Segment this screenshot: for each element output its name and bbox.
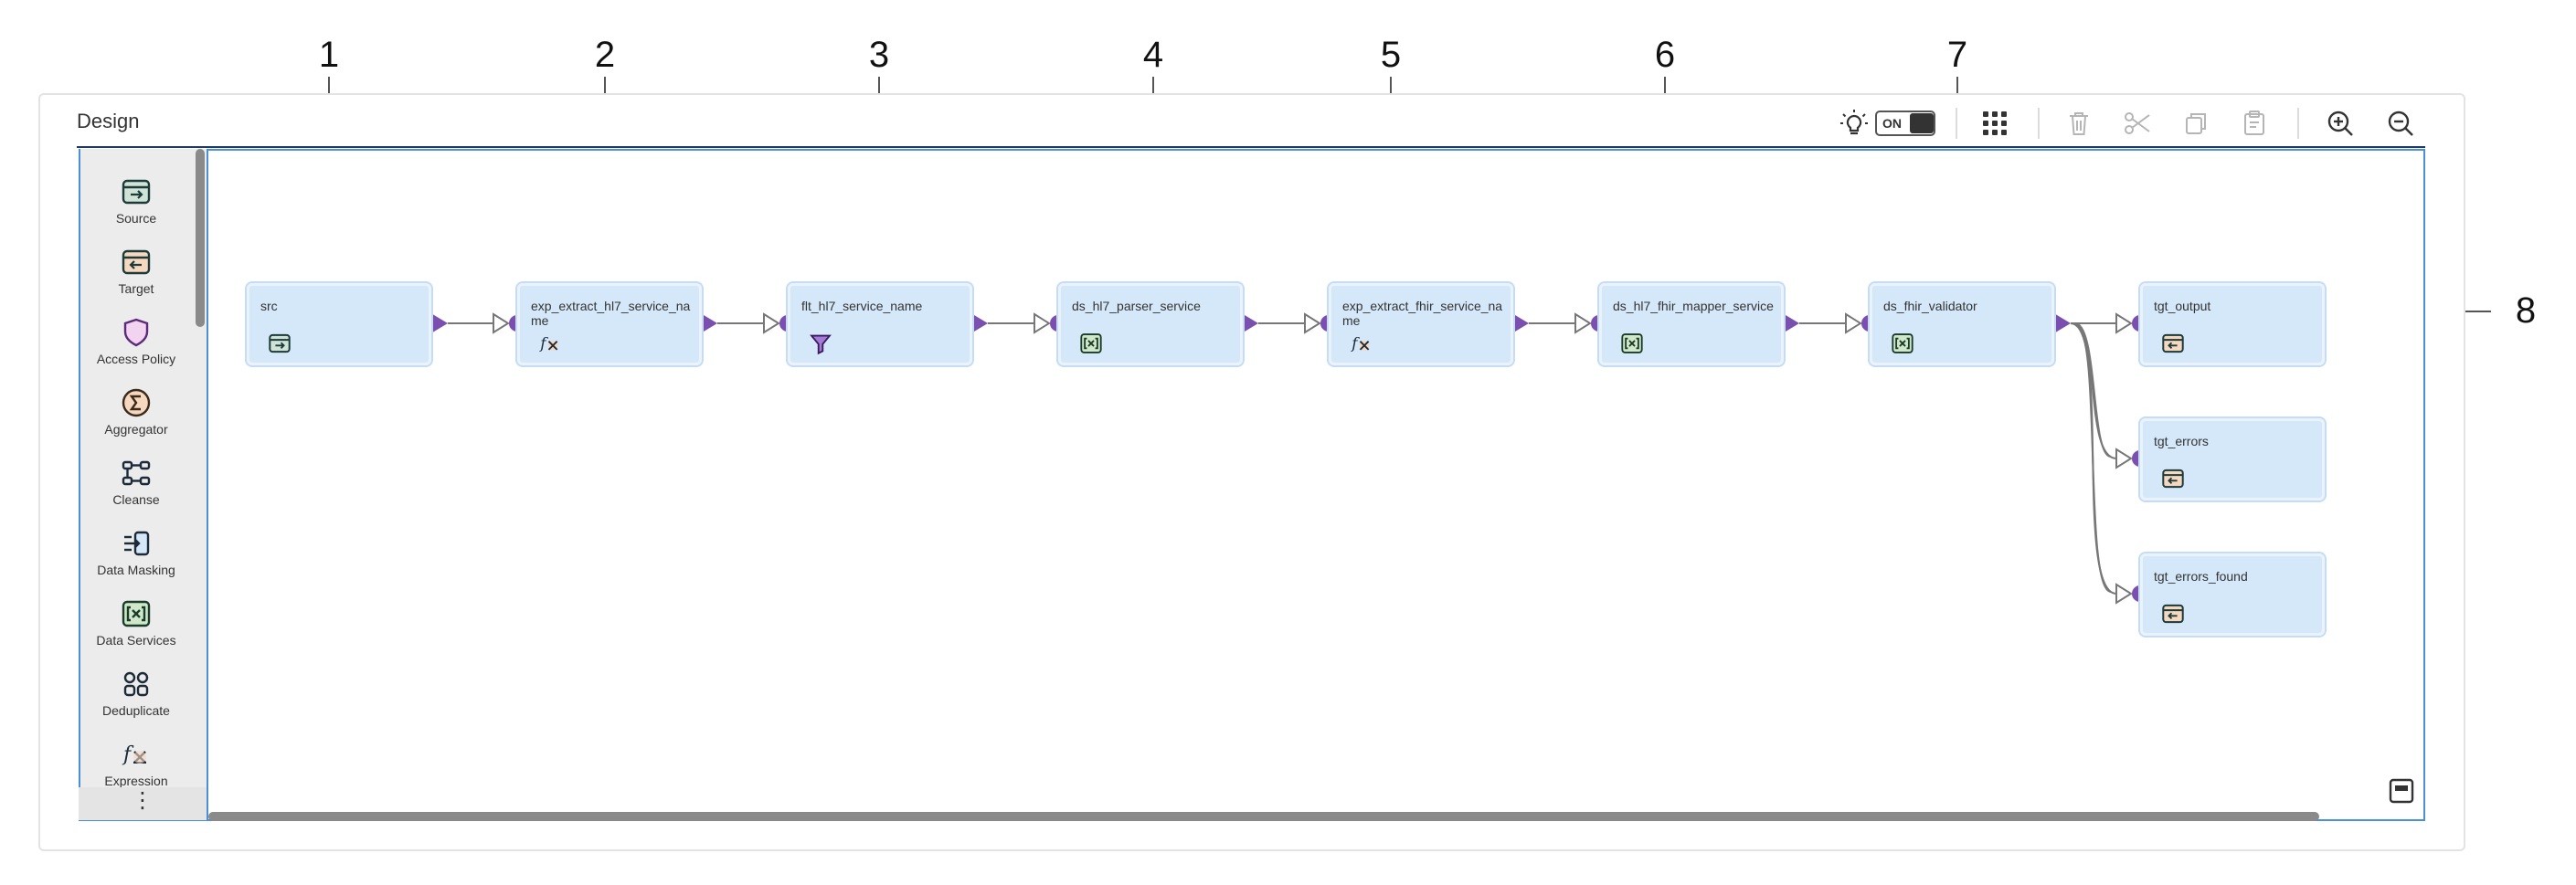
toggle-label: ON [1882, 116, 1902, 131]
toolbar-divider [2297, 108, 2299, 139]
node-ds-hl7-parser-service[interactable]: ds_hl7_parser_service [1056, 281, 1245, 367]
node-exp-extract-fhir-service-name[interactable]: exp_extract_fhir_service_name f [1327, 281, 1515, 367]
callout-6: 6 [1654, 35, 1676, 75]
expression-icon: f [1350, 333, 1370, 352]
palette-more-button[interactable]: ⋮ [79, 787, 207, 820]
data-masking-icon [124, 531, 150, 556]
data-services-icon [122, 600, 151, 627]
node-name: tgt_errors_found [2154, 569, 2248, 584]
palette-item-label: Cleanse [112, 492, 160, 507]
svg-text:f: f [1350, 333, 1360, 352]
toolbar-divider [2038, 108, 2040, 139]
node-tgt-errors-found[interactable]: tgt_errors_found [2138, 552, 2327, 637]
filter-icon [810, 334, 832, 355]
palette-item-aggregator[interactable]: Aggregator [79, 387, 194, 437]
target-icon [2162, 333, 2184, 353]
copy-icon[interactable] [2178, 106, 2213, 141]
node-tgt-errors[interactable]: tgt_errors [2138, 416, 2327, 502]
callout-3: 3 [868, 35, 890, 75]
mapping-canvas[interactable] [207, 149, 2425, 821]
palette-item-data-masking[interactable]: Data Masking [79, 528, 194, 577]
node-flt-hl7-service-name[interactable]: flt_hl7_service_name [786, 281, 974, 367]
data-services-icon [1621, 333, 1643, 353]
shield-icon [123, 318, 149, 347]
panel-title: Design [77, 110, 140, 132]
zoom-in-icon[interactable] [2323, 106, 2358, 141]
palette-item-target[interactable]: Target [79, 247, 194, 296]
palette-item-access-policy[interactable]: Access Policy [79, 317, 194, 366]
node-name: tgt_output [2154, 299, 2211, 313]
node-name: ds_hl7_parser_service [1072, 299, 1201, 313]
canvas-horizontal-scrollbar[interactable] [208, 812, 2319, 821]
cleanse-icon [122, 460, 151, 486]
toolbar-divider [1956, 108, 1957, 139]
palette-item-label: Data Masking [97, 563, 175, 577]
svg-text:f: f [122, 743, 134, 766]
expression-icon: f [122, 743, 146, 766]
target-icon [122, 249, 151, 275]
minimap-toggle-icon[interactable] [2389, 778, 2414, 804]
palette-item-source[interactable]: Source [79, 176, 194, 226]
node-name: tgt_errors [2154, 434, 2209, 448]
palette-item-cleanse[interactable]: Cleanse [79, 458, 194, 507]
header-divider [77, 146, 2425, 148]
node-name: src [260, 299, 278, 313]
clipboard-icon[interactable] [2237, 106, 2272, 141]
node-name: exp_extract_hl7_service_name [531, 299, 691, 328]
palette-item-expression[interactable]: f Expression [79, 739, 194, 788]
sigma-icon [122, 388, 151, 417]
recommendation-toggle[interactable]: ON [1875, 111, 1935, 136]
node-name: ds_hl7_fhir_mapper_service [1613, 299, 1774, 313]
callout-4: 4 [1142, 35, 1164, 75]
node-exp-extract-hl7-service-name[interactable]: exp_extract_hl7_service_name f [515, 281, 704, 367]
palette-item-label: Expression [104, 774, 168, 788]
callout-5: 5 [1380, 35, 1402, 75]
palette-item-label: Deduplicate [102, 703, 170, 718]
node-ds-hl7-fhir-mapper-service[interactable]: ds_hl7_fhir_mapper_service [1597, 281, 1786, 367]
expression-icon: f [538, 333, 558, 352]
palette-scrollbar[interactable] [196, 149, 205, 327]
callout-2: 2 [594, 35, 616, 75]
data-services-icon [1080, 333, 1102, 353]
target-icon [2162, 604, 2184, 624]
node-src[interactable]: src [245, 281, 433, 367]
scissors-icon[interactable] [2120, 106, 2155, 141]
svg-text:f: f [538, 333, 548, 352]
target-icon [2162, 469, 2184, 489]
data-services-icon [1892, 333, 1913, 353]
grid-icon[interactable] [1977, 106, 2012, 141]
node-name: ds_fhir_validator [1883, 299, 1977, 313]
zoom-out-icon[interactable] [2383, 106, 2418, 141]
source-icon [122, 179, 151, 205]
node-name: exp_extract_fhir_service_name [1342, 299, 1503, 328]
deduplicate-icon [123, 671, 149, 697]
palette-item-label: Aggregator [104, 422, 168, 437]
callout-7: 7 [1946, 35, 1968, 75]
palette-item-label: Access Policy [96, 352, 176, 366]
node-name: flt_hl7_service_name [801, 299, 923, 313]
palette-item-label: Source [115, 211, 157, 226]
lightbulb-icon[interactable] [1837, 106, 1871, 141]
palette-item-data-services[interactable]: Data Services [79, 598, 194, 648]
palette-item-label: Target [118, 281, 154, 296]
callout-8: 8 [2515, 290, 2537, 331]
source-icon [269, 333, 291, 353]
trash-icon[interactable] [2062, 106, 2096, 141]
palette-item-deduplicate[interactable]: Deduplicate [79, 669, 194, 718]
toggle-knob [1910, 113, 1934, 133]
node-tgt-output[interactable]: tgt_output [2138, 281, 2327, 367]
node-ds-fhir-validator[interactable]: ds_fhir_validator [1868, 281, 2056, 367]
callout-1: 1 [318, 35, 340, 75]
palette-item-label: Data Services [96, 633, 176, 648]
